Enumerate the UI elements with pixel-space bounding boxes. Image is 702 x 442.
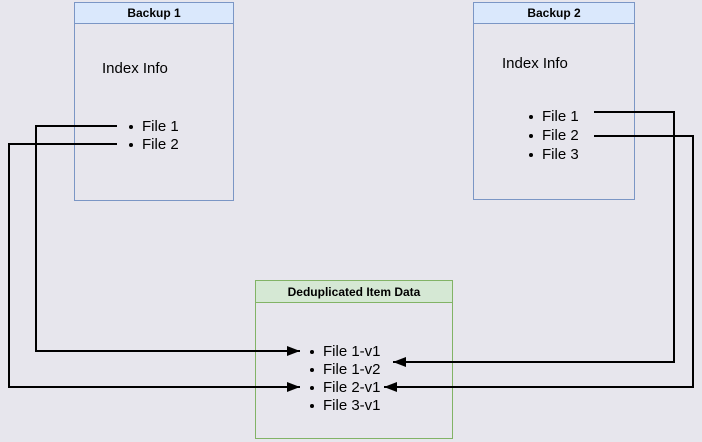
backup1-file-1: File 1 bbox=[129, 118, 179, 135]
backup2-title: Backup 2 bbox=[474, 3, 634, 24]
dedup-file-2-v1: File 2-v1 bbox=[310, 379, 381, 396]
deduplicated-item-data-box[interactable]: Deduplicated Item Data File 1-v1 File 1-… bbox=[255, 280, 453, 439]
backup2-file-1: File 1 bbox=[529, 108, 579, 125]
backup2-file-2: File 2 bbox=[529, 127, 579, 144]
backup2-box[interactable]: Backup 2 Index Info File 1 File 2 File 3 bbox=[473, 2, 635, 200]
connector-backup1-file-1-to-dedup-file-1-v1[interactable] bbox=[35, 125, 300, 356]
backup1-file-2: File 2 bbox=[129, 136, 179, 153]
backup1-title: Backup 1 bbox=[75, 3, 233, 24]
deduplicated-item-data-title: Deduplicated Item Data bbox=[256, 281, 452, 303]
connector-backup2-file-2-to-dedup-file-2-v1[interactable] bbox=[384, 135, 694, 392]
connector-backup2-file-1-to-dedup-file-1-v2[interactable] bbox=[393, 111, 675, 367]
backup1-index-info-label: Index Info bbox=[102, 60, 168, 77]
dedup-file-3-v1: File 3-v1 bbox=[310, 397, 381, 414]
backup1-box[interactable]: Backup 1 Index Info File 1 File 2 bbox=[74, 2, 234, 201]
connector-backup1-file-2-to-dedup-file-2-v1[interactable] bbox=[8, 143, 300, 392]
dedup-file-1-v1: File 1-v1 bbox=[310, 343, 381, 360]
backup2-file-list: File 1 File 2 File 3 bbox=[529, 107, 579, 164]
backup1-file-list: File 1 File 2 bbox=[129, 118, 179, 154]
backup2-file-3: File 3 bbox=[529, 146, 579, 163]
dedup-file-list: File 1-v1 File 1-v2 File 2-v1 File 3-v1 bbox=[310, 343, 381, 415]
backup2-index-info-label: Index Info bbox=[502, 55, 568, 72]
dedup-file-1-v2: File 1-v2 bbox=[310, 361, 381, 378]
